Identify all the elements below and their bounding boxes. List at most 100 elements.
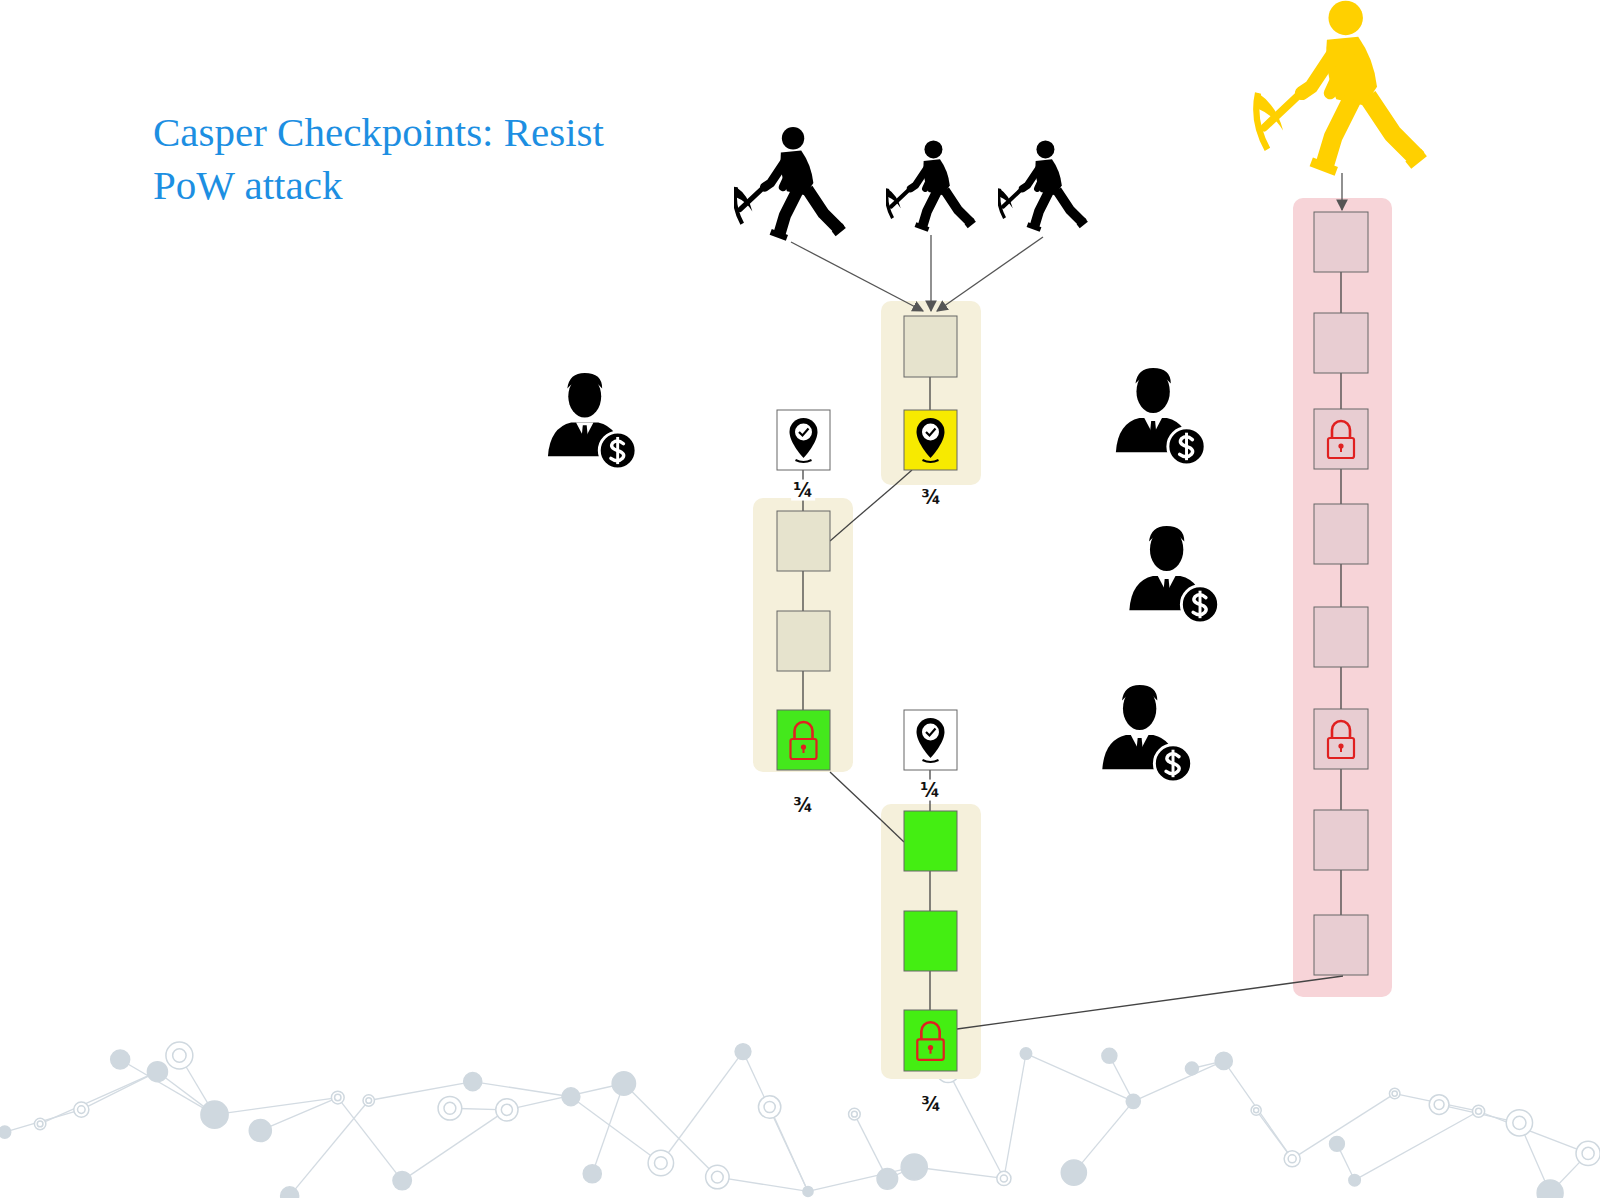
network-dot: [331, 1091, 344, 1104]
network-dot: [173, 1049, 186, 1062]
block: [904, 811, 957, 871]
network-line: [717, 1177, 808, 1191]
network-line: [338, 1098, 402, 1181]
vote-fraction: ¾: [753, 795, 853, 816]
chain-link: [1340, 373, 1341, 409]
network-line: [1026, 1054, 1133, 1102]
network-dot: [1513, 1116, 1526, 1129]
block: [1314, 409, 1368, 469]
network-dot: [366, 1098, 372, 1104]
network-dot: [1000, 1175, 1007, 1182]
network-dot: [764, 1101, 775, 1112]
network-dot: [1576, 1141, 1600, 1165]
network-line: [260, 1098, 337, 1131]
chain-link: [895, 470, 912, 485]
network-dot: [562, 1088, 580, 1106]
network-line: [1355, 1111, 1479, 1180]
network-line: [5, 1110, 82, 1132]
icons: [548, 1, 1424, 1060]
network-line: [808, 1167, 914, 1191]
network-line: [1074, 1101, 1133, 1172]
network-dot: [648, 1150, 673, 1175]
network-dot: [111, 1050, 130, 1069]
network-dot: [393, 1171, 411, 1189]
vote-box: [777, 410, 830, 470]
network-line: [290, 1101, 369, 1196]
network-line: [507, 1084, 624, 1110]
vote-box: [904, 710, 957, 770]
network-dot: [335, 1094, 341, 1100]
miner-icon: [887, 140, 975, 229]
network-line: [1256, 1110, 1292, 1159]
network-line: [369, 1082, 473, 1101]
network-dot: [1215, 1052, 1232, 1069]
chain-link: [1340, 564, 1341, 607]
block: [1314, 212, 1368, 272]
network-dot: [1392, 1091, 1397, 1096]
network-line: [1133, 1061, 1223, 1101]
network-dot: [1472, 1105, 1484, 1117]
network-dot: [1126, 1094, 1140, 1108]
chain-connector: [853, 485, 895, 521]
block: [904, 410, 957, 470]
network-dot: [1582, 1147, 1594, 1159]
network-dot: [1434, 1100, 1444, 1110]
block: [1314, 504, 1368, 564]
network-dot: [166, 1042, 193, 1069]
mining-arrows: [791, 173, 1342, 311]
chain-link: [1340, 272, 1341, 313]
lock-icon: [1328, 721, 1354, 758]
network-line: [661, 1052, 743, 1163]
validator-icon: [548, 373, 636, 469]
network-dot: [34, 1118, 45, 1129]
network-dot: [706, 1165, 729, 1188]
chain-link: [1340, 870, 1341, 915]
network-dot: [496, 1099, 518, 1121]
network-dot: [201, 1101, 228, 1128]
network-dot: [78, 1106, 86, 1114]
network-dot: [654, 1157, 667, 1170]
fork-link: [957, 976, 1343, 1029]
block: [904, 1010, 957, 1071]
network-dot: [1284, 1151, 1300, 1167]
network-line: [40, 1072, 157, 1124]
block: [777, 511, 830, 571]
network-dot: [464, 1073, 482, 1091]
network-dot: [0, 1126, 11, 1138]
network-dot: [851, 1111, 857, 1117]
chain-link: [802, 671, 803, 710]
mining-arrow: [930, 235, 931, 311]
network-dot: [1254, 1108, 1259, 1113]
block: [1314, 810, 1368, 870]
network-dot: [1185, 1062, 1198, 1075]
network-dot: [1061, 1160, 1086, 1185]
checkpoint-group: ¾: [881, 804, 981, 1079]
network-dot: [1288, 1155, 1296, 1163]
network-dot: [1349, 1174, 1360, 1185]
block: [1314, 709, 1368, 769]
network-line: [473, 1082, 571, 1097]
block: [1314, 915, 1368, 975]
network-dot: [901, 1154, 927, 1180]
network-line: [1004, 1054, 1026, 1179]
network-line: [1224, 1061, 1292, 1159]
chain-link: [929, 871, 930, 911]
network-line: [743, 1052, 808, 1192]
network-line: [948, 1071, 1004, 1178]
chain-connector: [830, 772, 881, 820]
network-line: [1479, 1111, 1589, 1153]
chain-link: [1340, 469, 1341, 504]
validator-icon: [1102, 685, 1191, 782]
network-dot: [803, 1186, 813, 1196]
network-dot: [444, 1102, 456, 1114]
checkpoint-group: ¾: [881, 301, 981, 485]
vote-fraction: ¼: [791, 480, 815, 501]
vote-fraction: ¾: [881, 1094, 981, 1115]
network-dot: [1102, 1048, 1117, 1063]
miner-icon: [999, 140, 1087, 229]
network-dot: [249, 1120, 271, 1142]
network-line: [81, 1072, 157, 1110]
network-line: [592, 1084, 624, 1174]
network-background: [0, 1042, 1600, 1198]
